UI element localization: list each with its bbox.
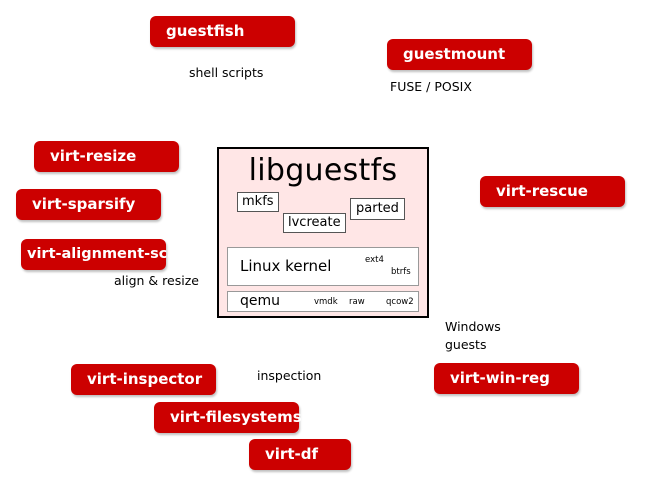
qemu-layer: qemu vmdk raw qcow2 (227, 291, 419, 312)
fuse-posix-label: FUSE / POSIX (390, 79, 472, 94)
ext4-label: ext4 (365, 255, 384, 265)
guestfish-box[interactable]: guestfish (150, 16, 295, 47)
virt-rescue-box[interactable]: virt-rescue (480, 176, 625, 207)
virt-sparsify-box[interactable]: virt-sparsify (16, 189, 161, 220)
guestmount-box[interactable]: guestmount (387, 39, 532, 70)
virt-df-box[interactable]: virt-df (249, 439, 351, 470)
windows-label: Windows (445, 319, 501, 334)
virt-alignment-scan-box[interactable]: virt-alignment-scan (21, 239, 188, 270)
guests-label: guests (445, 337, 487, 352)
virt-resize-box[interactable]: virt-resize (34, 141, 179, 172)
linux-kernel-layer: Linux kernel ext4 btrfs (227, 247, 419, 286)
virt-win-reg-box[interactable]: virt-win-reg (434, 363, 579, 394)
lvcreate-box: lvcreate (283, 213, 346, 233)
inspection-label: inspection (257, 368, 322, 383)
qcow2-label: qcow2 (386, 297, 414, 307)
qemu-label: qemu (240, 293, 281, 309)
linux-kernel-label: Linux kernel (240, 257, 332, 275)
align-resize-label: align & resize (114, 273, 199, 288)
shell-scripts-label: shell scripts (189, 65, 264, 80)
parted-box: parted (350, 198, 405, 220)
vmdk-label: vmdk (314, 297, 338, 307)
virt-filesystems-box[interactable]: virt-filesystems (154, 402, 302, 433)
core-title: libguestfs (248, 153, 398, 188)
btrfs-label: btrfs (391, 267, 411, 277)
mkfs-box: mkfs (237, 192, 279, 212)
raw-label: raw (349, 297, 365, 307)
virt-inspector-box[interactable]: virt-inspector (71, 364, 216, 395)
libguestfs-core: libguestfs mkfs lvcreate parted Linux ke… (217, 147, 429, 318)
